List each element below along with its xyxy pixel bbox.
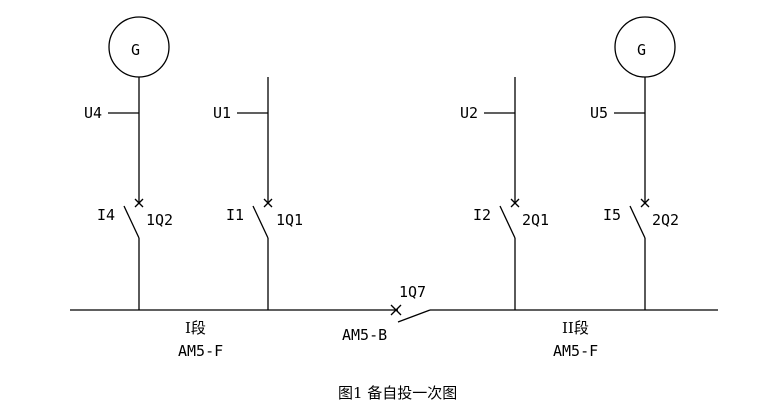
generator-2-label: G (637, 41, 646, 59)
voltage-label-u1: U1 (213, 104, 231, 122)
figure-caption: 图1 备自投一次图 (338, 384, 457, 402)
breaker-contact-2q2 (629, 205, 646, 239)
section-2-name: II段 (562, 319, 589, 337)
current-label-i2: I2 (473, 206, 491, 224)
breaker-label-2q2: 2Q2 (652, 211, 679, 229)
current-label-i5: I5 (603, 206, 621, 224)
generator-branch-1 (108, 16, 170, 310)
section-2-device: AM5-F (553, 342, 598, 360)
breaker-label-2q1: 2Q1 (522, 211, 549, 229)
voltage-label-u4: U4 (84, 104, 102, 122)
bus-tie-device-label: AM5-B (342, 326, 387, 344)
section-1-name: I段 (185, 319, 206, 337)
section-1-device: AM5-F (178, 342, 223, 360)
breaker-label-1q2: 1Q2 (146, 211, 173, 229)
voltage-label-u5: U5 (590, 104, 608, 122)
breaker-label-1q1: 1Q1 (276, 211, 303, 229)
voltage-label-u2: U2 (460, 104, 478, 122)
bus-tie-breaker-label: 1Q7 (399, 283, 426, 301)
bus-tie-breaker-1q7 (390, 304, 431, 323)
feeder-branch-1 (237, 77, 273, 310)
current-label-i1: I1 (226, 206, 244, 224)
breaker-contact-2q1 (499, 205, 516, 239)
feeder-branch-2 (484, 77, 520, 310)
breaker-contact-1q1 (252, 205, 269, 239)
generator-branch-2 (614, 16, 676, 310)
breaker-contact-1q2 (123, 205, 140, 239)
generator-1-label: G (131, 41, 140, 59)
current-label-i4: I4 (97, 206, 115, 224)
